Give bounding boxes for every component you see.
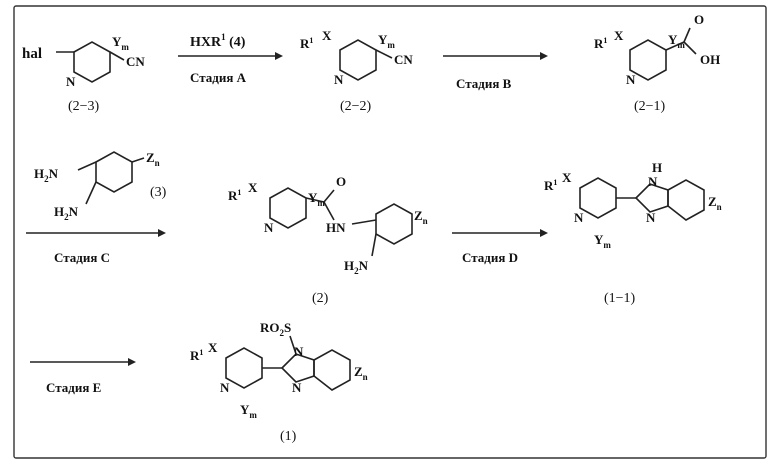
svg-text:R1: R1 bbox=[190, 348, 203, 363]
compound-3: H2N H2N Zn (3) bbox=[34, 150, 167, 222]
svg-text:N: N bbox=[574, 210, 584, 225]
svg-text:Ym: Ym bbox=[308, 190, 325, 208]
stage-b-label: Стадия B bbox=[456, 76, 512, 91]
svg-text:Zn: Zn bbox=[354, 364, 368, 382]
svg-text:H: H bbox=[652, 160, 662, 175]
svg-text:N: N bbox=[626, 72, 636, 87]
scheme-frame bbox=[14, 6, 766, 458]
svg-text:H2N: H2N bbox=[344, 258, 369, 276]
svg-text:N: N bbox=[220, 380, 230, 395]
arrow-stage-d: Стадия D bbox=[452, 229, 548, 265]
arrow-stage-c: Стадия C bbox=[26, 229, 166, 265]
compound-1-1: R1 X H N N N Ym Zn (1−1) bbox=[544, 160, 722, 306]
arrow-stage-b: Стадия B bbox=[443, 52, 548, 91]
svg-text:X: X bbox=[562, 170, 572, 185]
svg-text:H2N: H2N bbox=[34, 166, 59, 184]
svg-text:N: N bbox=[646, 210, 656, 225]
svg-text:Zn: Zn bbox=[708, 194, 722, 212]
compound-2: R1 X Ym O HN Zn H2N N (2) bbox=[228, 174, 428, 306]
compound-1: R1 X RO2S N N N Ym Zn (1) bbox=[190, 320, 368, 444]
svg-text:RO2S: RO2S bbox=[260, 320, 291, 338]
svg-text:R1: R1 bbox=[300, 36, 313, 51]
svg-text:R1: R1 bbox=[544, 178, 557, 193]
compound-label-2-1: (2−1) bbox=[634, 99, 666, 114]
compound-label-2: (2) bbox=[312, 291, 329, 306]
compound-2-2: R1 X Ym CN N (2−2) bbox=[300, 28, 413, 114]
svg-text:X: X bbox=[248, 180, 258, 195]
compound-label-2-2: (2−2) bbox=[340, 99, 372, 114]
stage-a-label: Стадия A bbox=[190, 70, 247, 85]
svg-text:N: N bbox=[648, 174, 658, 189]
svg-text:Ym: Ym bbox=[240, 402, 257, 420]
svg-text:Zn: Zn bbox=[414, 208, 428, 226]
compound-label-1-1: (1−1) bbox=[604, 291, 636, 306]
svg-text:Ym: Ym bbox=[378, 32, 395, 50]
svg-text:H2N: H2N bbox=[54, 204, 79, 222]
compound-2-1: R1 X Ym O OH N (2−1) bbox=[594, 12, 720, 114]
stage-c-label: Стадия C bbox=[54, 250, 110, 265]
svg-text:CN: CN bbox=[394, 52, 413, 67]
svg-text:O: O bbox=[694, 12, 704, 27]
svg-text:O: O bbox=[336, 174, 346, 189]
hal-label: hal bbox=[22, 46, 42, 62]
arrow-stage-a: HXR1 (4) Стадия A bbox=[178, 32, 283, 85]
cn-label: CN bbox=[126, 54, 145, 69]
svg-text:OH: OH bbox=[700, 52, 720, 67]
stage-d-label: Стадия D bbox=[462, 250, 518, 265]
svg-text:Zn: Zn bbox=[146, 150, 160, 168]
svg-text:Ym: Ym bbox=[594, 232, 611, 250]
svg-text:HN: HN bbox=[326, 220, 346, 235]
svg-text:N: N bbox=[334, 72, 344, 87]
svg-text:Ym: Ym bbox=[112, 34, 129, 52]
compound-label-1: (1) bbox=[280, 429, 297, 444]
ring-n: N bbox=[66, 74, 76, 89]
compound-label-2-3: (2−3) bbox=[68, 99, 100, 114]
svg-text:R1: R1 bbox=[228, 188, 241, 203]
compound-label-3: (3) bbox=[150, 185, 167, 200]
svg-text:X: X bbox=[614, 28, 624, 43]
compound-2-3: hal Ym CN N (2−3) bbox=[22, 34, 145, 114]
arrow-stage-e: Стадия E bbox=[30, 358, 136, 395]
stage-e-label: Стадия E bbox=[46, 380, 101, 395]
svg-text:N: N bbox=[264, 220, 274, 235]
svg-text:N: N bbox=[292, 380, 302, 395]
svg-text:N: N bbox=[294, 344, 304, 359]
svg-text:R1: R1 bbox=[594, 36, 607, 51]
svg-text:X: X bbox=[322, 28, 332, 43]
svg-text:X: X bbox=[208, 340, 218, 355]
svg-text:HXR1 (4): HXR1 (4) bbox=[190, 32, 246, 50]
